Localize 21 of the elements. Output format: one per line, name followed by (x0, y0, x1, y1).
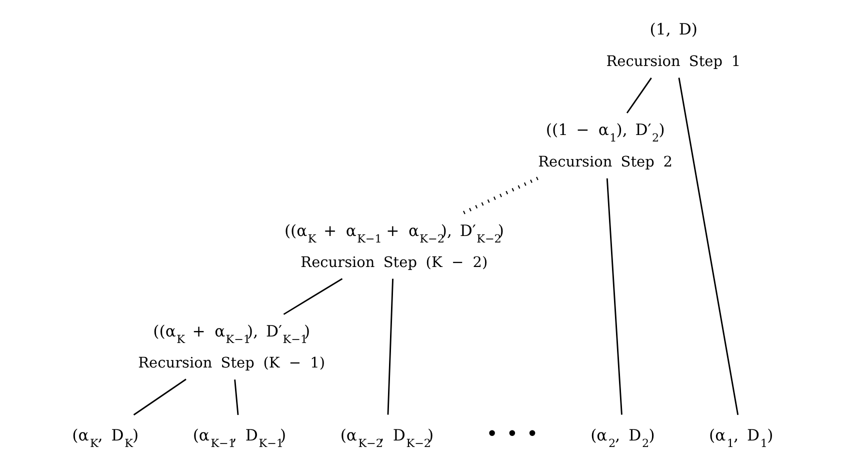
node-text: ((1 − α$_{1}$), D′$_{2}$) (545, 120, 664, 145)
node-text: (1, D) (649, 20, 697, 39)
node-text: (α$_{1}$, D$_{1}$) (708, 425, 773, 450)
node-label: Recursion Step 2 (538, 154, 672, 171)
node-text: (α$_{K−1}$, D$_{K−1}$) (192, 425, 286, 450)
node-label: Recursion Step (K − 2) (300, 255, 488, 272)
connector (132, 378, 186, 416)
node-text: ((α$_{K}$ + α$_{K−1}$), D′$_{K−1}$) (152, 321, 310, 346)
connector (282, 278, 342, 315)
connector (678, 78, 738, 415)
node-text: (α$_{2}$, D$_{2}$) (590, 425, 654, 450)
node-text: (α$_{K}$, D$_{K}$) (72, 425, 138, 450)
node-label: Recursion Step 1 (606, 54, 740, 70)
connector (460, 176, 538, 216)
node-label: Recursion Step (K − 1) (138, 356, 325, 372)
connector (234, 379, 238, 416)
node-text: ((α$_{K}$ + α$_{K−1}$ + α$_{K−2}$), D′$_{K−2}$) (284, 220, 504, 246)
connector (386, 278, 394, 415)
connector (626, 78, 652, 114)
label: • • • (486, 421, 538, 446)
connector (606, 178, 622, 415)
